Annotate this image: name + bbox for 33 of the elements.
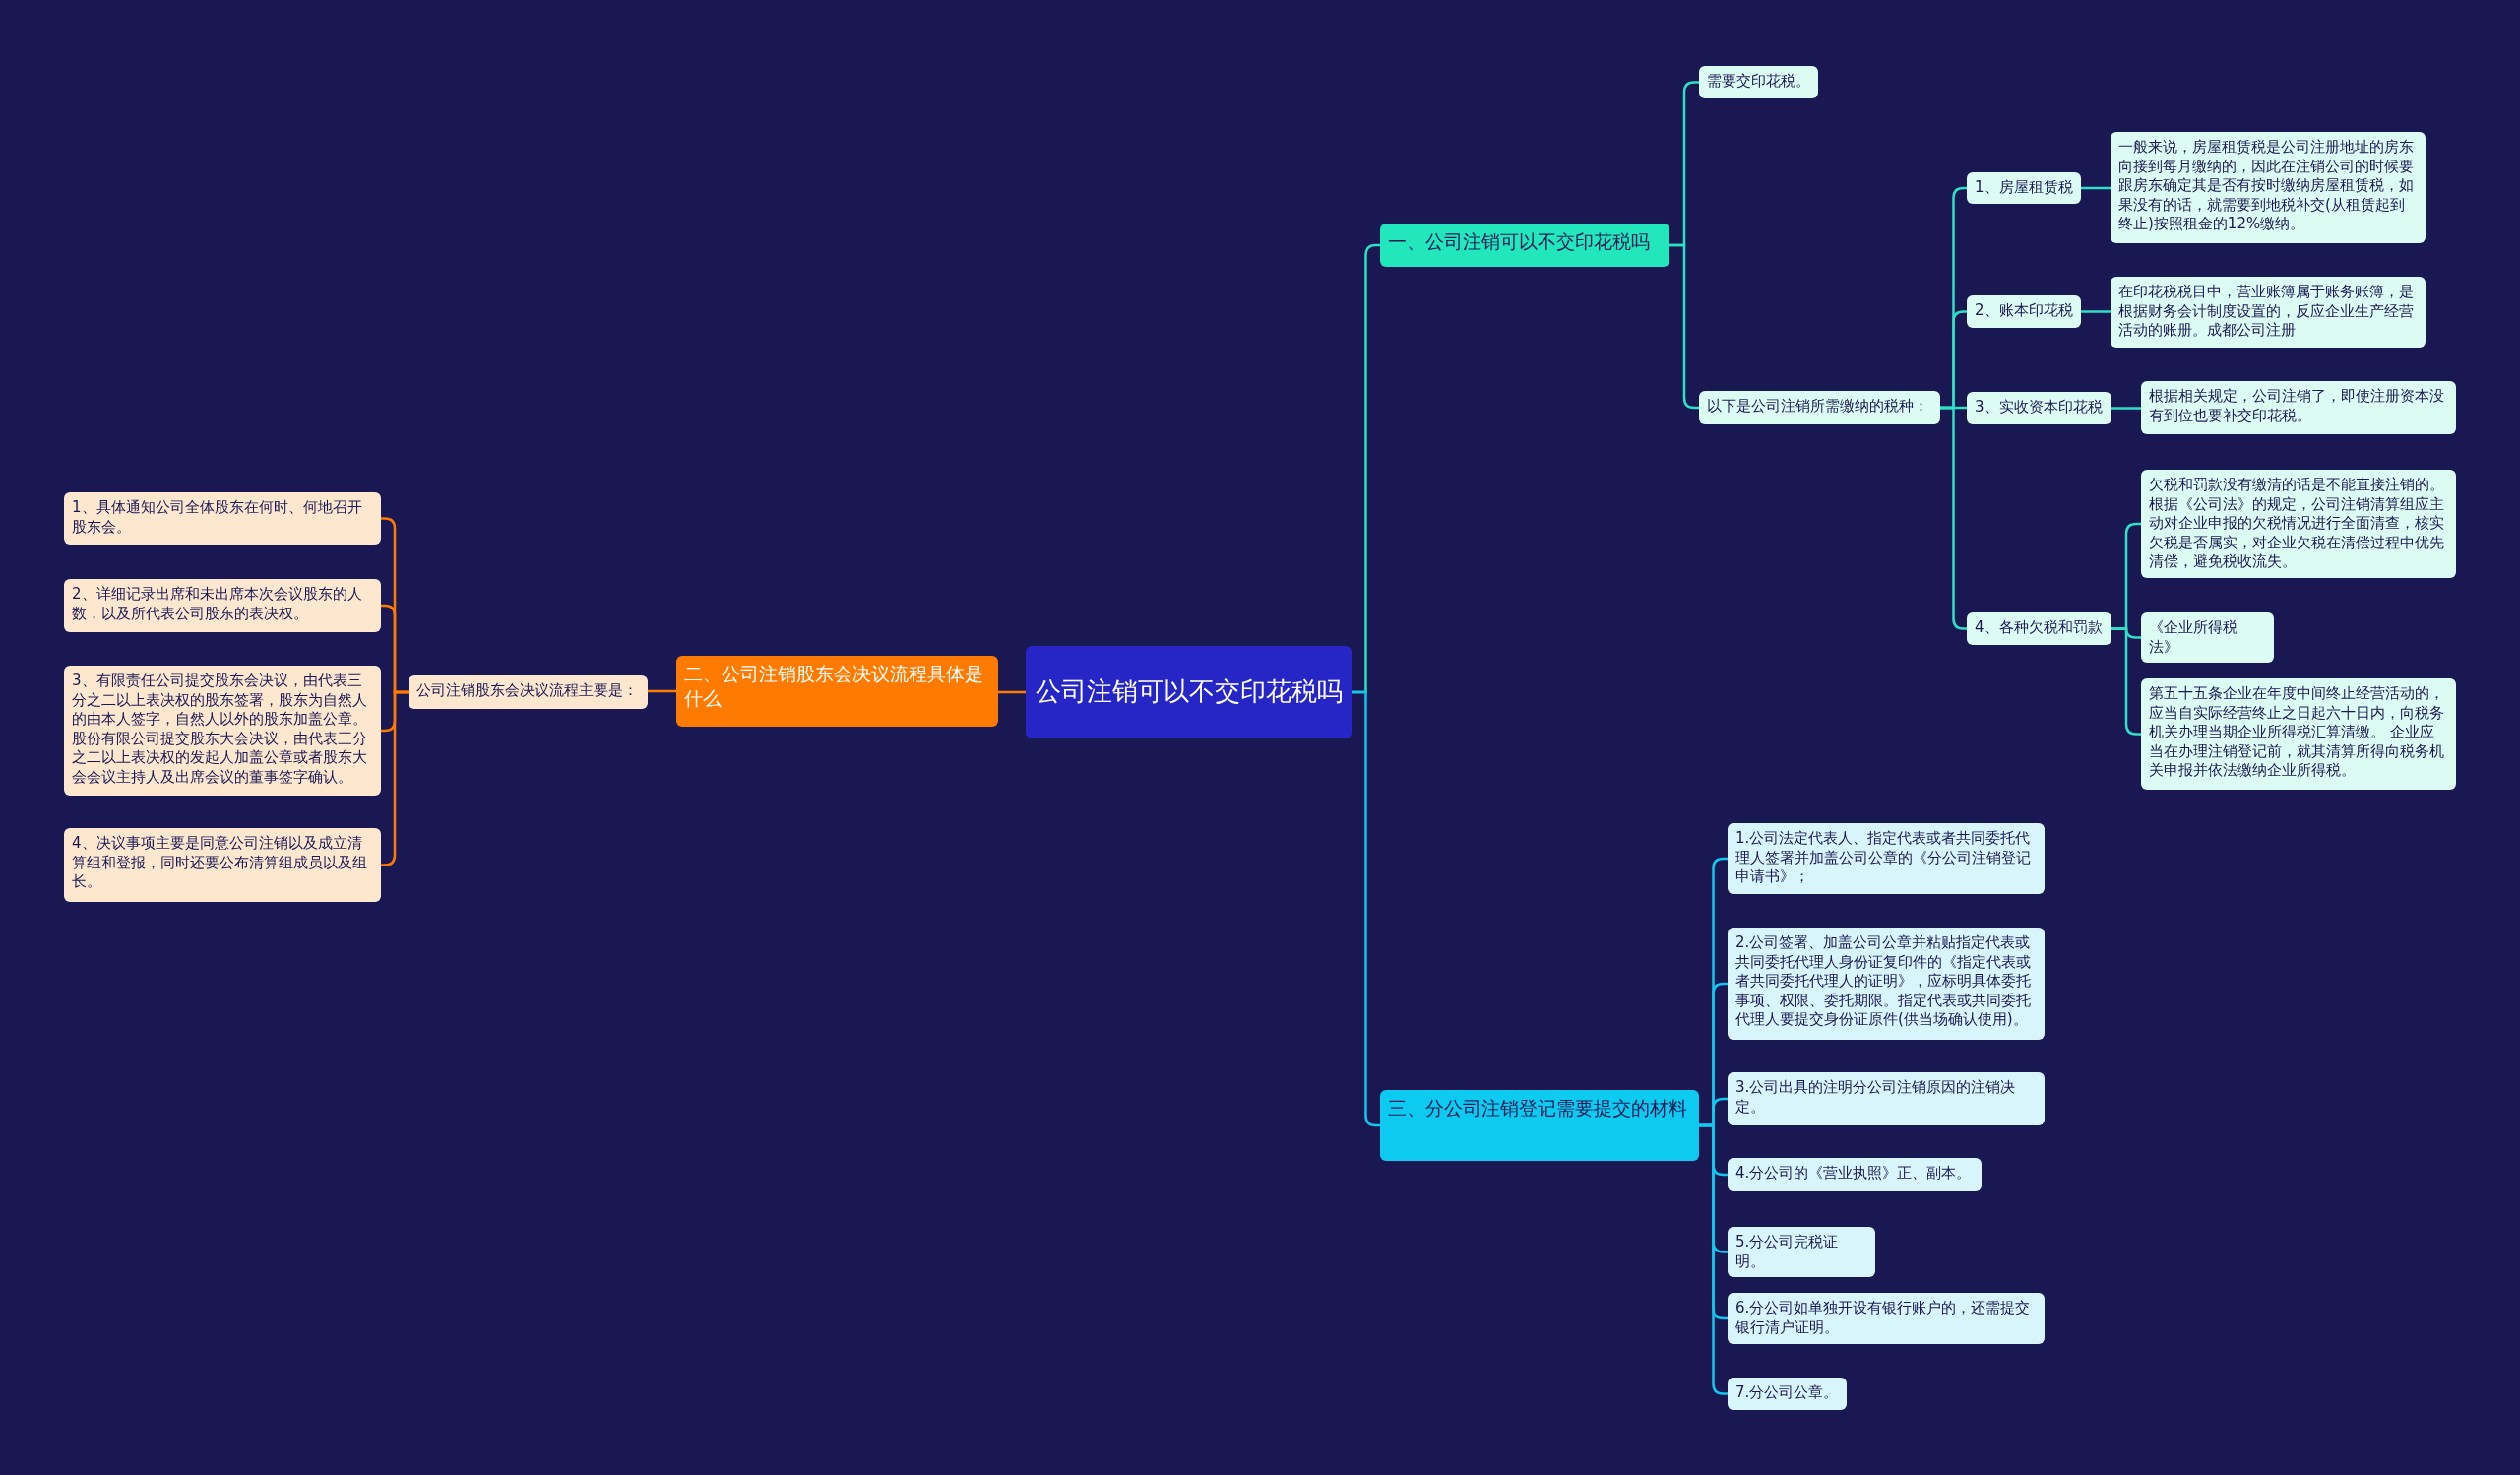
branch-box: 三、分公司注销登记需要提交的材料 <box>1380 1090 1699 1161</box>
topic-box: 3.公司出具的注明分公司注销原因的注销决定。 <box>1728 1072 2045 1125</box>
connector-line <box>2081 186 2110 190</box>
connector-line <box>2081 310 2110 313</box>
topic-box: 3、有限责任公司提交股东会决议，由代表三分之二以上表决权的股东签署，股东为自然人的由本人签字，自然人以外的股东加盖公章。股份有限公司提交股东大会决议，由代表三分之二以上表决权的发起人加盖公章或者股东大会会议主持人及出席会议的董事签字确认。 <box>64 666 381 796</box>
topic-box: 3、实收资本印花税 <box>1967 392 2111 424</box>
topic-box: 根据相关规定，公司注销了，即使注册资本没有到位也要补交印花税。 <box>2141 381 2456 434</box>
topic-box: 5.分公司完税证明。 <box>1728 1227 1875 1277</box>
connector-line <box>648 689 676 693</box>
topic-box: 以下是公司注销所需缴纳的税种： <box>1699 391 1940 424</box>
topic-box: 公司注销股东会决议流程主要是： <box>409 675 648 709</box>
topic-box: 需要交印花税。 <box>1699 66 1818 98</box>
branch-box: 一、公司注销可以不交印花税吗 <box>1380 224 1670 267</box>
connector-line <box>998 690 1026 694</box>
topic-box: 2、账本印花税 <box>1967 295 2081 328</box>
topic-box: 2.公司签署、加盖公司公章并粘贴指定代表或共同委托代理人身份证复印件的《指定代表或者共同委托代理人的证明》，应标明具体委托事项、权限、委托期限。指定代表或共同委托代理人要提交身份证原件(供当场确认使用)。 <box>1728 928 2045 1040</box>
connector-line <box>2111 407 2141 410</box>
topic-box: 4、各种欠税和罚款 <box>1967 612 2111 645</box>
topic-box: 在印花税税目中，营业账簿属于账务账簿，是根据财务会计制度设置的，反应企业生产经营活动的账册。成都公司注册 <box>2110 277 2426 348</box>
topic-box: 7.分公司公章。 <box>1728 1378 1847 1410</box>
central-topic-box: 公司注销可以不交印花税吗 <box>1026 646 1352 738</box>
topic-box: 一般来说，房屋租赁税是公司注册地址的房东向接到每月缴纳的，因此在注销公司的时候要跟房东确定其是否有按时缴纳房屋租赁税，如果没有的话，就需要到地税补交(从租赁起到终止)按照租金的12%缴纳。 <box>2110 132 2426 243</box>
topic-box: 6.分公司如单独开设有银行账户的，还需提交银行清户证明。 <box>1728 1293 2045 1344</box>
topic-box: 第五十五条企业在年度中间终止经营活动的，应当自实际经营终止之日起六十日内，向税务机关办理当期企业所得税汇算清缴。 企业应当在办理注销登记前，就其清算所得向税务机关申报并依法缴纳企业所得税。 <box>2141 678 2456 790</box>
topic-box: 4.分公司的《营业执照》正、副本。 <box>1728 1158 1982 1191</box>
topic-box: 1、具体通知公司全体股东在何时、何地召开股东会。 <box>64 492 381 545</box>
topic-box: 《企业所得税法》 <box>2141 612 2274 663</box>
branch-box: 二、公司注销股东会决议流程具体是什么 <box>676 656 998 727</box>
topic-box: 欠税和罚款没有缴清的话是不能直接注销的。根据《公司法》的规定，公司注销清算组应主动对企业申报的欠税情况进行全面清查，核实欠税是否属实，对企业欠税在清偿过程中优先清偿，避免税收流失。 <box>2141 470 2456 578</box>
topic-box: 1.公司法定代表人、指定代表或者共同委托代理人签署并加盖公司公章的《分公司注销登记申请书》； <box>1728 823 2045 894</box>
topic-box: 2、详细记录出席和未出席本次会议股东的人数，以及所代表公司股东的表决权。 <box>64 579 381 632</box>
topic-box: 1、房屋租赁税 <box>1967 172 2081 204</box>
topic-box: 4、决议事项主要是同意公司注销以及成立清算组和登报，同时还要公布清算组成员以及组长。 <box>64 828 381 902</box>
